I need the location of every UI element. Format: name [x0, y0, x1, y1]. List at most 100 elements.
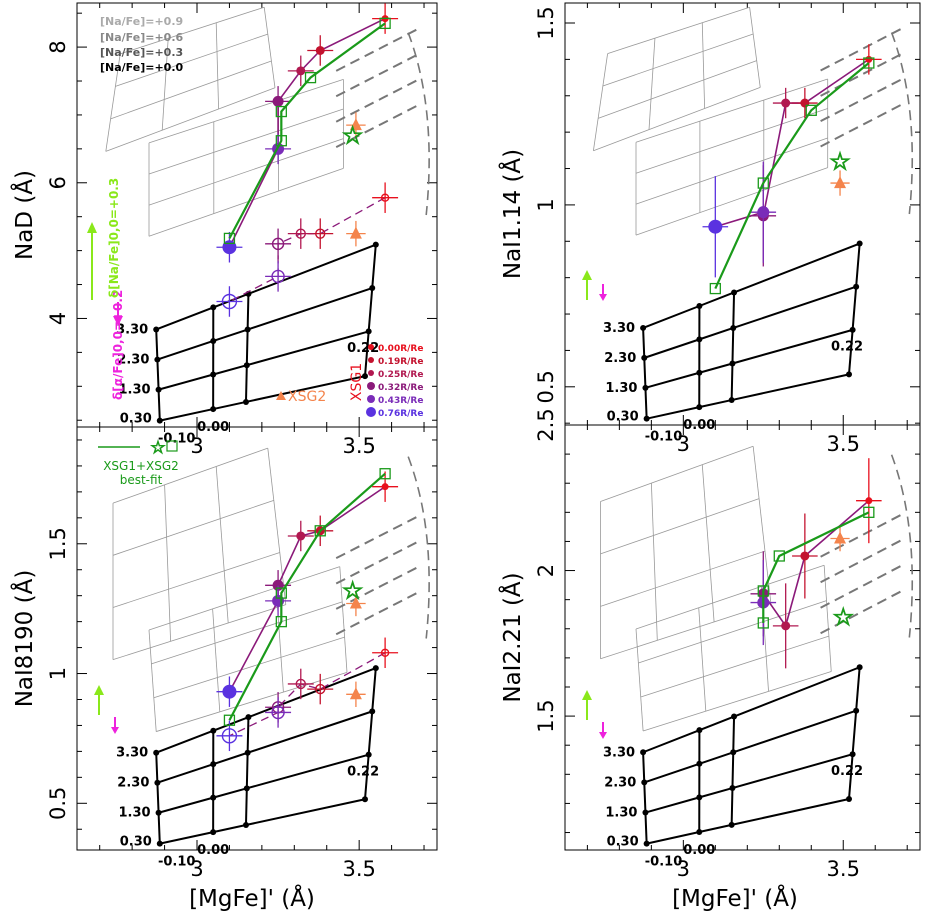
best-fit-line: [228, 472, 386, 721]
base-grid-node: [849, 326, 856, 333]
base-grid-line: [244, 293, 250, 402]
fit-legend-star: ☆: [150, 438, 165, 458]
xsg1-point: [296, 66, 306, 76]
best-fit-star: ☆: [832, 603, 854, 631]
model-grid-mid-na: [148, 167, 344, 237]
y-tick-label: 8: [46, 40, 70, 53]
base-grid-line: [159, 798, 366, 845]
base-grid-node: [210, 304, 217, 311]
base-grid-node: [244, 326, 251, 333]
best-fit-star: ☆: [342, 576, 364, 604]
base-grid-line: [848, 667, 861, 800]
xsg1-point: [800, 98, 810, 108]
base-grid-line: [155, 667, 377, 754]
base-grid-node: [696, 404, 703, 411]
xsg1-open-point: [221, 293, 238, 310]
xsg1-open-point: [295, 678, 306, 690]
base-grid-node: [642, 384, 649, 391]
model-grid-mid-na: [156, 671, 348, 732]
fit-legend: ☆ XSG1+XSG2 best-fit: [98, 438, 179, 487]
base-grid-node: [210, 794, 217, 801]
age-label: 0.30: [120, 835, 152, 850]
model-grid-mid-na: [638, 600, 827, 664]
base-grid-node: [696, 760, 703, 767]
xsg1-point: [781, 98, 791, 108]
best-fit-square: [757, 585, 769, 597]
xsg1-open-point: [271, 705, 285, 720]
xsg1-point: [865, 497, 873, 505]
x-tick-label: 3.5: [827, 432, 860, 456]
model-grid-high-na: [115, 33, 268, 87]
base-grid-node: [210, 727, 217, 734]
legend-r025: 0.25R/Re: [378, 370, 423, 380]
legend-dot-r043: [367, 395, 375, 403]
model-grid-high-na: [648, 38, 656, 130]
base-grid-line: [642, 666, 861, 754]
xsg1-point: [315, 45, 325, 55]
best-fit-square: [314, 525, 326, 537]
xsg1-open-point: [221, 728, 238, 744]
na-arrow-head: [582, 690, 592, 700]
best-fit-square: [805, 104, 817, 116]
age-label: 1.30: [605, 381, 637, 396]
base-grid-node: [643, 415, 650, 422]
metallicity-label: -0.10: [645, 854, 682, 869]
dashed-model-line: [820, 78, 903, 123]
metallicity-label: 0.00: [683, 843, 715, 858]
metallicity-label: 0.22: [831, 340, 863, 355]
base-grid-node: [856, 240, 863, 247]
y-tick-label: 6: [46, 176, 70, 189]
base-grid-node: [640, 749, 647, 756]
na-fe-legend-09: [Na/Fe]=+0.9: [100, 15, 183, 28]
model-grid-mid-na: [153, 636, 345, 699]
base-grid-node: [245, 714, 252, 721]
base-grid-line: [155, 752, 161, 844]
base-grid-line: [730, 292, 736, 401]
model-grid-high-na: [600, 498, 760, 555]
na-fe-legend-00: [Na/Fe]=+0.0: [100, 61, 183, 74]
y-axis-label: NaI8190 (Å): [10, 570, 38, 708]
best-fit-square: [275, 135, 287, 147]
panel-frame: [564, 424, 921, 851]
na-fe-legend: [Na/Fe]=+0.9 [Na/Fe]=+0.6 [Na/Fe]=+0.3 […: [100, 15, 183, 74]
base-grid-node: [846, 371, 852, 378]
xsg1-legend-title: XSG1: [349, 363, 365, 401]
model-grid-high-na: [120, 6, 265, 55]
xsg1-point: [781, 621, 791, 631]
xsg1-point: [865, 55, 873, 63]
xsg1-open-point: [271, 269, 285, 284]
best-fit-square: [275, 615, 287, 628]
base-grid-line: [642, 752, 648, 844]
base-grid-node: [362, 373, 368, 380]
best-fit-line: [762, 511, 870, 623]
model-grid-mid-na: [640, 635, 830, 698]
base-grid-node: [696, 302, 703, 309]
x-tick-label: 3: [677, 432, 690, 456]
best-fit-square: [757, 617, 769, 629]
xsg2-point: [349, 118, 362, 131]
base-grid-node: [362, 796, 368, 803]
age-label: 3.30: [603, 321, 635, 336]
fit-legend-line2: best-fit: [120, 473, 163, 487]
xsg2-point: [834, 531, 847, 544]
model-grid-high-na: [267, 448, 287, 605]
xsg1-point: [381, 483, 389, 491]
na-fe-legend-06: [Na/Fe]=+0.6: [100, 31, 183, 44]
legend-dot-r076: [366, 407, 376, 417]
model-grid-high-na: [161, 38, 169, 131]
base-grid-node: [696, 794, 703, 801]
base-grid-node: [210, 337, 217, 344]
model-grid-high-na: [607, 6, 750, 55]
base-grid-node: [856, 664, 863, 671]
best-fit-square: [379, 17, 391, 30]
base-grid-node: [210, 371, 217, 378]
dashed-model-line: [335, 514, 420, 560]
age-label: 3.30: [116, 746, 148, 761]
legend-dot-r025: [368, 370, 374, 376]
best-fit-square: [863, 506, 875, 518]
model-grid-high-na: [602, 33, 754, 87]
base-grid-node: [640, 324, 647, 331]
model-grid-mid-na: [635, 78, 828, 143]
